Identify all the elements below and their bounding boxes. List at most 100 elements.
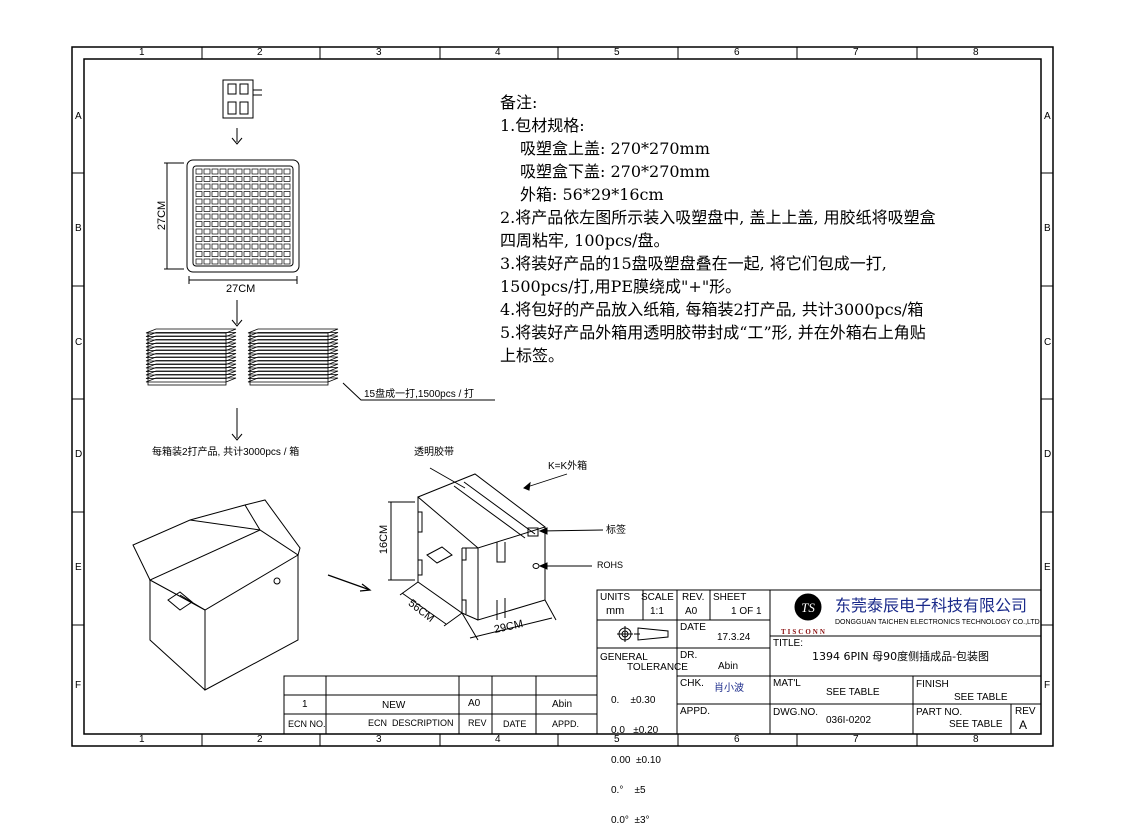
tray-cell (267, 198, 275, 205)
stacked-tray (247, 335, 339, 341)
stacked-tray (247, 332, 339, 337)
stacked-tray (247, 363, 339, 369)
tray-cell (219, 168, 227, 175)
tray-cell (195, 221, 203, 227)
tray-cell (251, 176, 259, 182)
tray-cell (259, 258, 267, 265)
tolerance-list: 0. ±0.30 0.0 ±0.20 0.00 ±0.10 0.° ±5 0.0… (611, 676, 661, 836)
tray-cell (211, 168, 219, 175)
tray-cell (267, 191, 275, 197)
stacked-tray (247, 349, 339, 355)
tray-cell (275, 251, 283, 257)
tolerance-row: 0.0° ±3° (611, 815, 650, 826)
tray-cell (227, 183, 235, 190)
tray-cell (259, 251, 267, 257)
tray-cell (203, 221, 211, 227)
tray-cell (251, 221, 259, 227)
tray-cell (219, 221, 227, 227)
tray-cell (227, 221, 235, 227)
tray-cell (259, 168, 267, 175)
tray-cell (251, 213, 259, 220)
stacked-tray (247, 353, 339, 358)
tolerance-label: TOLERANCE (627, 662, 688, 673)
tray-cell (227, 251, 235, 257)
tray-cell (259, 221, 267, 227)
note-line: 上标签。 (500, 346, 565, 365)
stacked-tray (145, 377, 237, 383)
tray-cell (219, 206, 227, 212)
tray-cell (235, 206, 243, 212)
tray-cell (259, 243, 267, 250)
zone-label: 2 (257, 734, 263, 745)
tray-cell (235, 213, 243, 220)
zone-label: 6 (734, 47, 740, 58)
tray-cell (219, 243, 227, 250)
tray-cell (283, 236, 291, 242)
tray-cell (235, 168, 243, 175)
part-no-label: PART NO. (916, 707, 963, 718)
tray-cell (227, 191, 235, 197)
tray-cell (283, 176, 291, 182)
tray-cell (283, 213, 291, 220)
tray-cell (235, 258, 243, 265)
tray-cell (243, 258, 251, 265)
ecn-appd-value: Abin (552, 699, 573, 710)
tray-cell (267, 206, 275, 212)
note-line: 1500pcs/打,用PE膜绕成"+"形。 (500, 277, 742, 296)
tray-cell (219, 191, 227, 197)
tray-cell (283, 258, 291, 265)
zone-label: C (75, 337, 83, 348)
part-no-value: SEE TABLE (949, 719, 1003, 730)
stacked-tray (145, 342, 237, 348)
tray-cell (235, 176, 243, 182)
tray-cell (203, 206, 211, 212)
stacked-tray (145, 363, 237, 369)
rev-value: A0 (685, 606, 698, 617)
tray-cell (243, 198, 251, 205)
box-height-dim: 16CM (378, 524, 391, 555)
tray-cell (203, 258, 211, 265)
finish-label: FINISH (916, 679, 949, 690)
general-label: GENERAL (600, 652, 648, 663)
sheet-label: SHEET (713, 592, 747, 603)
tray-cell (275, 183, 283, 190)
tray-cell (251, 228, 259, 235)
zone-label: 6 (734, 734, 740, 745)
zone-label: D (75, 449, 83, 460)
tray-cell (235, 236, 243, 242)
ecn-header-description: ECN DESCRIPTION (368, 718, 454, 728)
note-line: 吸塑盒下盖: 270*270mm (520, 162, 710, 181)
tray-cell (243, 236, 251, 242)
tray-cell (267, 228, 275, 235)
note-line: 3.将装好产品的15盘吸塑盘叠在一起, 将它们包成一打, (500, 254, 887, 273)
tray-cell (283, 198, 291, 205)
stacked-tray (247, 356, 339, 362)
stacked-tray (247, 339, 339, 344)
tray-cell (275, 258, 283, 265)
tray-cell (195, 213, 203, 220)
rev-label-2: REV (1015, 706, 1036, 717)
tray-cell (211, 213, 219, 220)
appd-label: APPD. (680, 706, 711, 717)
tray-cell (203, 213, 211, 220)
zone-label: 8 (973, 47, 979, 58)
dr-value: Abin (718, 661, 739, 672)
zone-label: 3 (376, 47, 382, 58)
stacked-tray (145, 339, 237, 344)
stacked-tray (145, 356, 237, 362)
tray-cell (219, 228, 227, 235)
company-logo: TISCONN (781, 628, 827, 636)
tray-cell (275, 221, 283, 227)
zone-label: E (75, 562, 82, 573)
scale-label: SCALE (641, 592, 674, 603)
tray-cell (259, 236, 267, 242)
tray-cell (267, 236, 275, 242)
chk-value: 肖小波 (714, 683, 744, 694)
tray-cell (195, 243, 203, 250)
stacked-tray (145, 332, 237, 337)
tray-cell (235, 183, 243, 190)
tray-cell (211, 176, 219, 182)
tray-cell (195, 206, 203, 212)
tray-cell (259, 176, 267, 182)
zone-label: 5 (614, 47, 620, 58)
